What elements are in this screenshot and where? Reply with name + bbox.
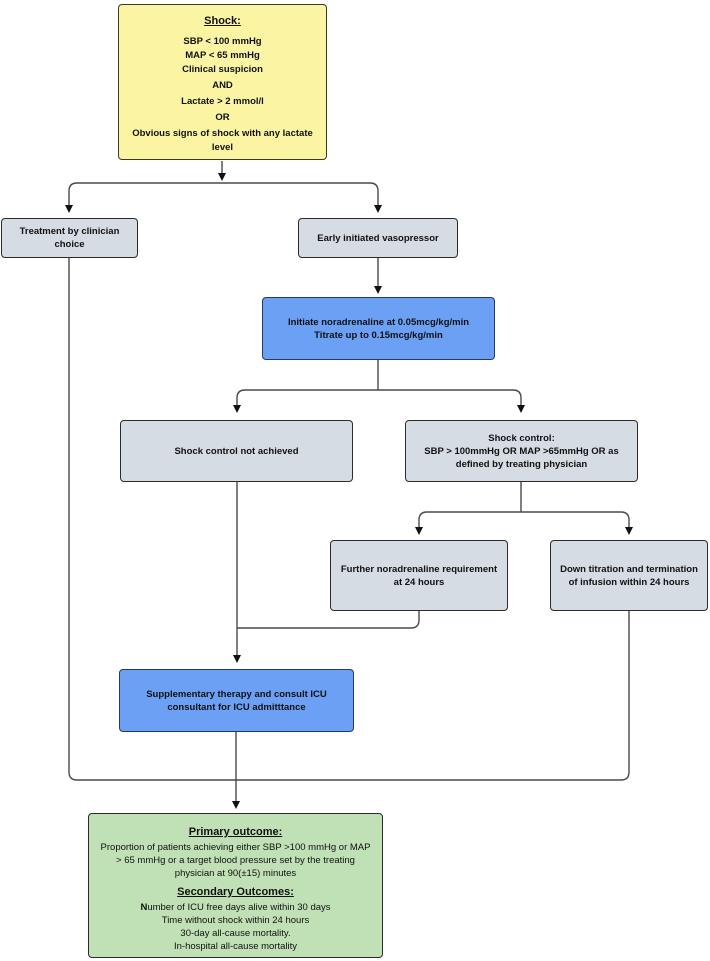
primary-outcome-text: Proportion of patients achieving either … — [100, 842, 371, 879]
arrowhead-into-early-vasopressor — [374, 205, 382, 213]
secondary-outcome-bold-prefix: N — [140, 902, 148, 913]
arrowhead-into-supplementary — [233, 655, 241, 663]
arrowhead-into-further — [415, 527, 423, 535]
arrowhead-into-noradrenaline — [374, 286, 382, 294]
secondary-outcome-inhospital-mortality: In-hospital all-cause mortality — [173, 941, 298, 952]
down-titration-label: Down titration and termination of infusi… — [560, 563, 698, 588]
arrowhead-into-treatment-choice — [65, 205, 73, 213]
arrowhead-into-outcomes — [232, 801, 240, 809]
node-down-titration: Down titration and termination of infusi… — [550, 540, 708, 611]
arrowhead-into-top-bar — [218, 173, 226, 181]
primary-outcome-title: Primary outcome: — [188, 826, 283, 838]
shock-not-achieved-label: Shock control not achieved — [174, 445, 299, 457]
connector-mid-split-bar — [236, 389, 522, 406]
shock-criterion-suspicion: Clinical suspicion — [182, 64, 263, 75]
arrowhead-into-down-titration — [625, 527, 633, 535]
connector-further-merge — [237, 611, 420, 629]
node-early-vasopressor: Early initiated vasopressor — [298, 218, 458, 258]
shock-criterion-map: MAP < 65 mmHg — [185, 50, 260, 61]
secondary-outcome-rest: umber of ICU free days alive within 30 d… — [147, 902, 331, 913]
node-further-noradrenaline: Further noradrenaline requirement at 24 … — [330, 540, 508, 611]
shock-criterion-sbp: SBP < 100 mmHg — [183, 36, 262, 47]
shock-operator-or: OR — [215, 112, 230, 123]
node-outcomes: Primary outcome: Proportion of patients … — [88, 813, 383, 958]
node-initiate-noradrenaline: Initiate noradrenaline at 0.05mcg/kg/min… — [262, 297, 495, 360]
shock-control-detail: SBP > 100mmHg OR MAP >65mmHg OR as defin… — [424, 445, 619, 470]
node-shock-control-achieved: Shock control: SBP > 100mmHg OR MAP >65m… — [405, 420, 638, 482]
node-treatment-clinician-choice: Treatment by clinician choice — [1, 218, 138, 258]
early-vasopressor-label: Early initiated vasopressor — [317, 232, 439, 244]
node-supplementary-therapy: Supplementary therapy and consult ICU co… — [119, 669, 354, 732]
node-shock-criteria: Shock: SBP < 100 mmHg MAP < 65 mmHg Clin… — [118, 4, 327, 160]
noradrenaline-line2: Titrate up to 0.15mcg/kg/min — [314, 329, 443, 341]
noradrenaline-line1: Initiate noradrenaline at 0.05mcg/kg/min — [287, 316, 470, 328]
shock-alternative: Obvious signs of shock with any lactate … — [132, 128, 313, 153]
supplementary-therapy-label: Supplementary therapy and consult ICU co… — [146, 688, 327, 713]
shock-title: Shock: — [204, 15, 241, 27]
node-shock-control-not-achieved: Shock control not achieved — [120, 420, 353, 482]
shock-lactate: Lactate > 2 mmol/l — [181, 96, 264, 107]
further-noradrenaline-label: Further noradrenaline requirement at 24 … — [340, 563, 498, 588]
secondary-outcome-30day-mortality: 30-day all-cause mortality. — [180, 928, 291, 939]
secondary-outcome-time-without-shock: Time without shock within 24 hours — [161, 915, 310, 926]
arrowhead-into-not-achieved — [233, 405, 241, 413]
treatment-choice-label: Treatment by clinician choice — [19, 226, 120, 250]
shock-control-title: Shock control: — [488, 432, 555, 444]
connector-outer-merge-loop — [68, 258, 630, 781]
connector-top-split-bar — [68, 182, 379, 206]
arrowhead-into-shock-control — [517, 405, 525, 413]
secondary-outcome-icu-free-days: Number of ICU free days alive within 30 … — [140, 901, 330, 914]
shock-operator-and: AND — [212, 80, 233, 91]
connector-lower-split-bar — [418, 511, 630, 528]
secondary-outcomes-title: Secondary Outcomes: — [177, 886, 294, 898]
